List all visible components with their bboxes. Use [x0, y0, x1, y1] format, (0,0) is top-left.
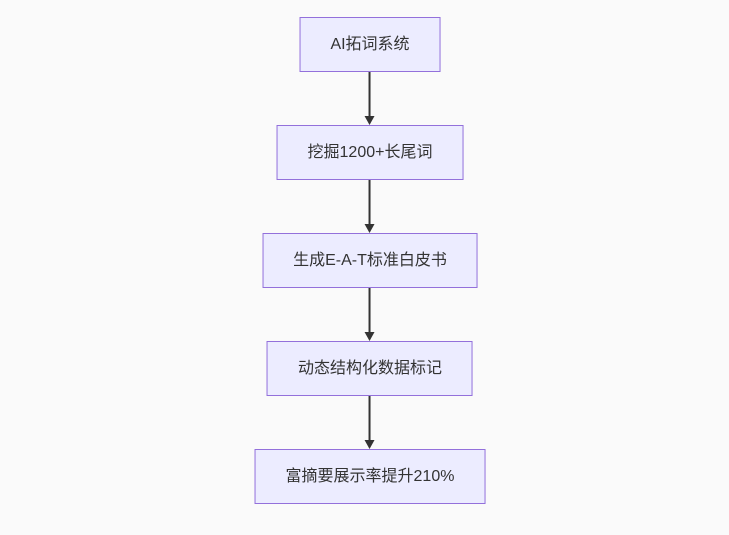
- flow-node-label: 动态结构化数据标记: [297, 359, 442, 377]
- flow-node-label: 生成E-A-T标准白皮书: [293, 251, 447, 269]
- flow-arrow: [365, 288, 375, 341]
- arrow-line: [369, 288, 371, 332]
- flowchart-column: AI拓词系统挖掘1200+长尾词生成E-A-T标准白皮书动态结构化数据标记富摘要…: [254, 17, 486, 504]
- arrow-line: [369, 396, 371, 440]
- flow-arrow: [365, 72, 375, 125]
- arrow-line: [369, 180, 371, 224]
- flow-node: 生成E-A-T标准白皮书: [262, 233, 478, 288]
- arrow-line: [369, 72, 371, 116]
- flow-node: AI拓词系统: [299, 17, 441, 72]
- arrow-head-icon: [365, 440, 375, 449]
- arrow-head-icon: [365, 116, 375, 125]
- flow-arrow: [365, 180, 375, 233]
- arrow-head-icon: [365, 332, 375, 341]
- arrow-head-icon: [365, 224, 375, 233]
- flow-node-label: AI拓词系统: [330, 35, 410, 53]
- flow-node: 挖掘1200+长尾词: [276, 125, 464, 180]
- flow-node: 动态结构化数据标记: [266, 341, 473, 396]
- flow-node-label: 富摘要展示率提升210%: [285, 467, 455, 485]
- flow-arrow: [365, 396, 375, 449]
- flow-node-label: 挖掘1200+长尾词: [307, 143, 433, 161]
- flow-node: 富摘要展示率提升210%: [254, 449, 486, 504]
